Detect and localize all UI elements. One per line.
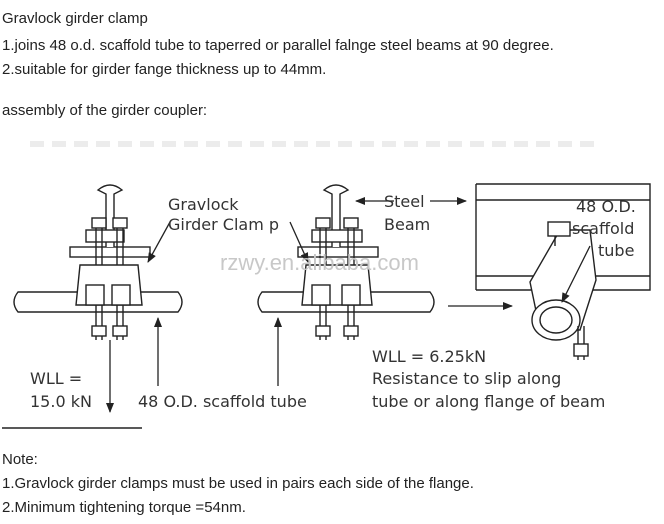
watermark: rzwy.en.alibaba.com bbox=[220, 250, 419, 275]
assembly-heading: assembly of the girder coupler: bbox=[2, 102, 208, 119]
page-title: Gravlock girder clamp bbox=[2, 10, 148, 27]
beam-label: Beam bbox=[384, 215, 430, 234]
middle-clamp-assembly bbox=[257, 184, 435, 340]
resistance-line2: tube or along flange of beam bbox=[372, 392, 605, 411]
wll-right-label: WLL = 6.25kN bbox=[372, 347, 486, 366]
od-label-line2: scaffold bbox=[572, 219, 634, 238]
girder-coupler-diagram: Gravlock Girder Clam p Steel Beam 48 O.D… bbox=[2, 141, 651, 429]
gravlock-label-line2: Girder Clam p bbox=[168, 215, 279, 234]
od-label-line1: 48 O.D. bbox=[576, 197, 636, 216]
note-heading: Note: bbox=[2, 451, 38, 468]
wll-left-line1: WLL = bbox=[30, 369, 82, 388]
resistance-line1: Resistance to slip along bbox=[372, 369, 561, 388]
gravlock-label-line1: Gravlock bbox=[168, 195, 239, 214]
left-clamp-assembly bbox=[13, 184, 183, 340]
spec-point-2: 2.suitable for girder fange thickness up… bbox=[2, 61, 327, 78]
od-label-line3: tube bbox=[598, 241, 634, 260]
steel-label: Steel bbox=[384, 192, 425, 211]
spec-point-1: 1.joins 48 o.d. scaffold tube to taperre… bbox=[2, 37, 554, 54]
note-2: 2.Minimum tightening torque =54nm. bbox=[2, 499, 246, 516]
wll-left-line2: 15.0 kN bbox=[30, 392, 92, 411]
annotation-arrows bbox=[2, 197, 591, 429]
right-coupler-assembly bbox=[475, 183, 651, 360]
tube-label: 48 O.D. scaffold tube bbox=[138, 392, 307, 411]
note-1: 1.Gravlock girder clamps must be used in… bbox=[2, 475, 474, 492]
